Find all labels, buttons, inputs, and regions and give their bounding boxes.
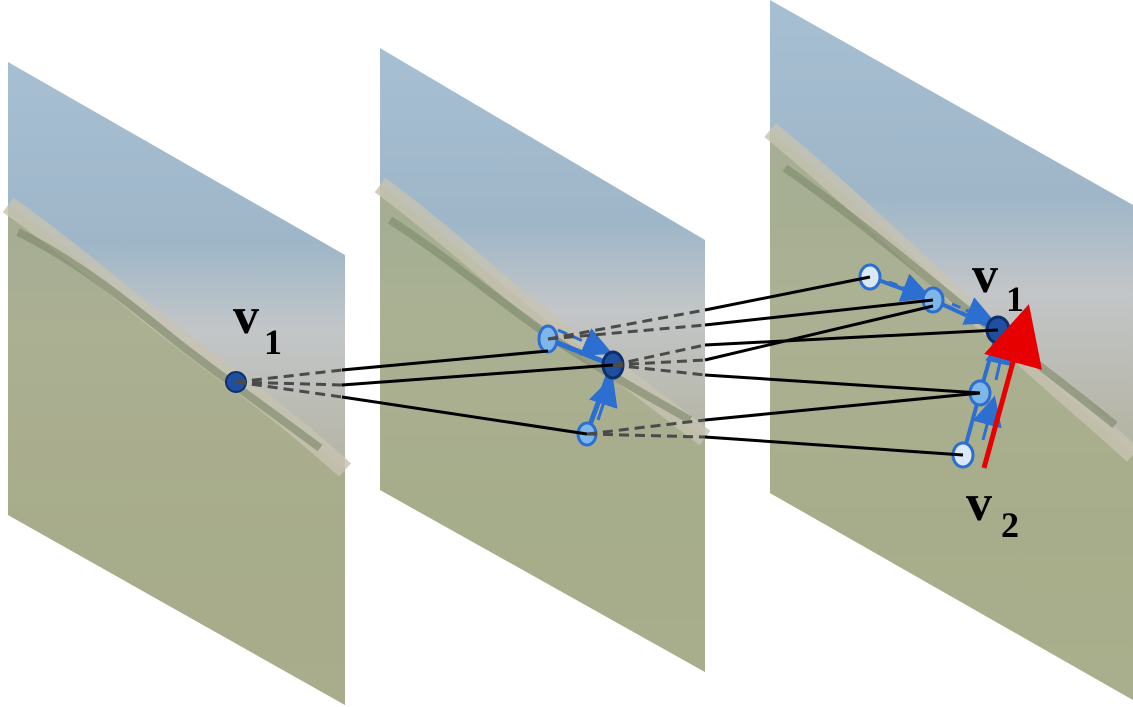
panel1-v1-label-main: v — [233, 288, 259, 345]
connectors-panel2-to-panel3 — [547, 275, 999, 457]
panel1-v1-label-sub: 1 — [264, 322, 282, 362]
panel3-v2-label-sub: 2 — [1001, 505, 1019, 545]
frame-panel-2 — [374, 48, 711, 672]
panel3-v1-label-main: v — [972, 247, 998, 304]
motion-direction-arrow — [981, 304, 1043, 469]
frame-panel-3 — [764, 0, 1133, 700]
panel3-v2-label-main: v — [966, 475, 992, 532]
frame-panel-1 — [2, 62, 352, 705]
panel3-v1-label-sub: 1 — [1006, 279, 1024, 319]
panel2-edges — [547, 328, 618, 434]
connectors-panel1-to-panel2 — [235, 349, 614, 436]
